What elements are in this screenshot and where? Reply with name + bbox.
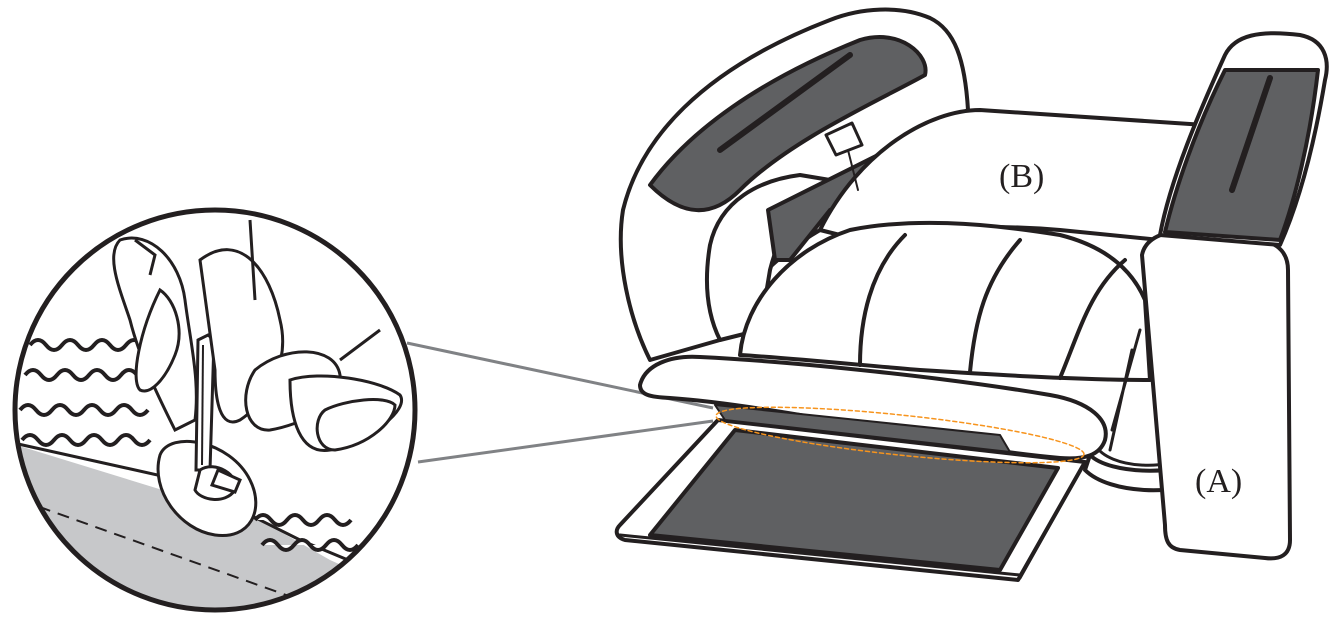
zipper-pull-detail-icon [0, 210, 420, 624]
label-a: (A) [1195, 463, 1242, 500]
label-b: (B) [999, 158, 1044, 195]
